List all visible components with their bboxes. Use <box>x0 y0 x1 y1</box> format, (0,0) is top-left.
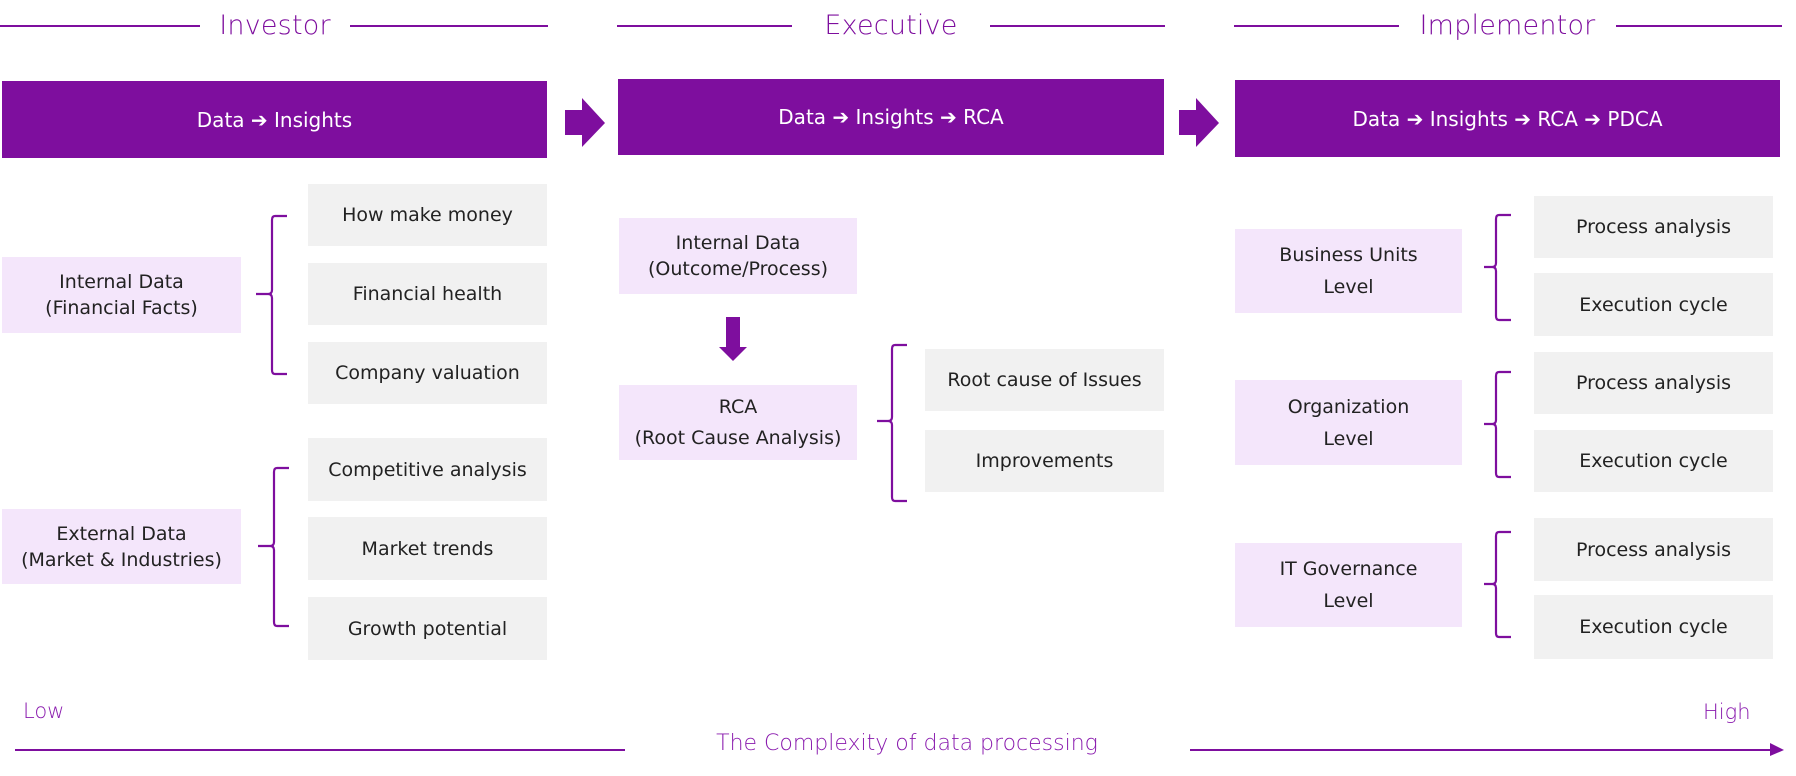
high-label: High <box>1703 700 1751 724</box>
item-process-analysis: Process analysis <box>1534 196 1773 258</box>
low-label: Low <box>23 699 65 723</box>
item-competitive-analysis: Competitive analysis <box>308 438 547 501</box>
organization-level-box: Organization Level <box>1235 380 1462 465</box>
implementor-title-line-right <box>1616 25 1782 27</box>
item-company-valuation: Company valuation <box>308 342 547 404</box>
item-growth-potential: Growth potential <box>308 597 547 660</box>
axis-arrowhead-icon <box>1770 743 1784 756</box>
item-improvements: Improvements <box>925 430 1164 492</box>
curly-brace-icon <box>1484 370 1511 479</box>
external-data-market-box: External Data (Market & Industries) <box>2 509 241 584</box>
investor-title-line-right <box>350 25 548 27</box>
it-governance-level-box: IT Governance Level <box>1235 543 1462 627</box>
investor-title: Investor <box>219 10 331 41</box>
business-units-level-box: Business Units Level <box>1235 229 1462 313</box>
axis-line-left <box>15 749 625 751</box>
executive-banner: Data ➔ Insights ➔ RCA <box>618 79 1164 155</box>
item-financial-health: Financial health <box>308 263 547 325</box>
implementor-title-line-left <box>1234 25 1399 27</box>
curly-brace-icon <box>256 214 287 376</box>
axis-title: The Complexity of data processing <box>716 731 1098 756</box>
item-execution-cycle: Execution cycle <box>1534 430 1773 492</box>
curly-brace-icon <box>258 466 289 628</box>
investor-title-line-left <box>0 25 200 27</box>
rca-box: RCA (Root Cause Analysis) <box>619 385 857 460</box>
implementor-banner: Data ➔ Insights ➔ RCA ➔ PDCA <box>1235 80 1780 157</box>
executive-title: Executive <box>824 10 958 41</box>
internal-data-outcome-box: Internal Data (Outcome/Process) <box>619 218 857 294</box>
curly-brace-icon <box>1484 213 1511 322</box>
item-execution-cycle: Execution cycle <box>1534 273 1773 336</box>
item-execution-cycle: Execution cycle <box>1534 595 1773 659</box>
item-process-analysis: Process analysis <box>1534 518 1773 581</box>
right-block-arrow-icon <box>565 98 605 147</box>
item-market-trends: Market trends <box>308 517 547 580</box>
internal-data-financial-box: Internal Data (Financial Facts) <box>2 257 241 333</box>
implementor-title: Implementor <box>1419 10 1596 41</box>
executive-title-line-left <box>617 25 792 27</box>
item-how-make-money: How make money <box>308 184 547 246</box>
investor-banner: Data ➔ Insights <box>2 81 547 158</box>
executive-title-line-right <box>990 25 1165 27</box>
curly-brace-icon <box>877 343 907 503</box>
item-root-cause-of-issues: Root cause of Issues <box>925 349 1164 411</box>
right-block-arrow-icon <box>1179 98 1219 147</box>
curly-brace-icon <box>1484 530 1511 639</box>
down-block-arrow-icon <box>719 317 747 361</box>
item-process-analysis: Process analysis <box>1534 352 1773 414</box>
axis-line-right <box>1190 749 1774 751</box>
